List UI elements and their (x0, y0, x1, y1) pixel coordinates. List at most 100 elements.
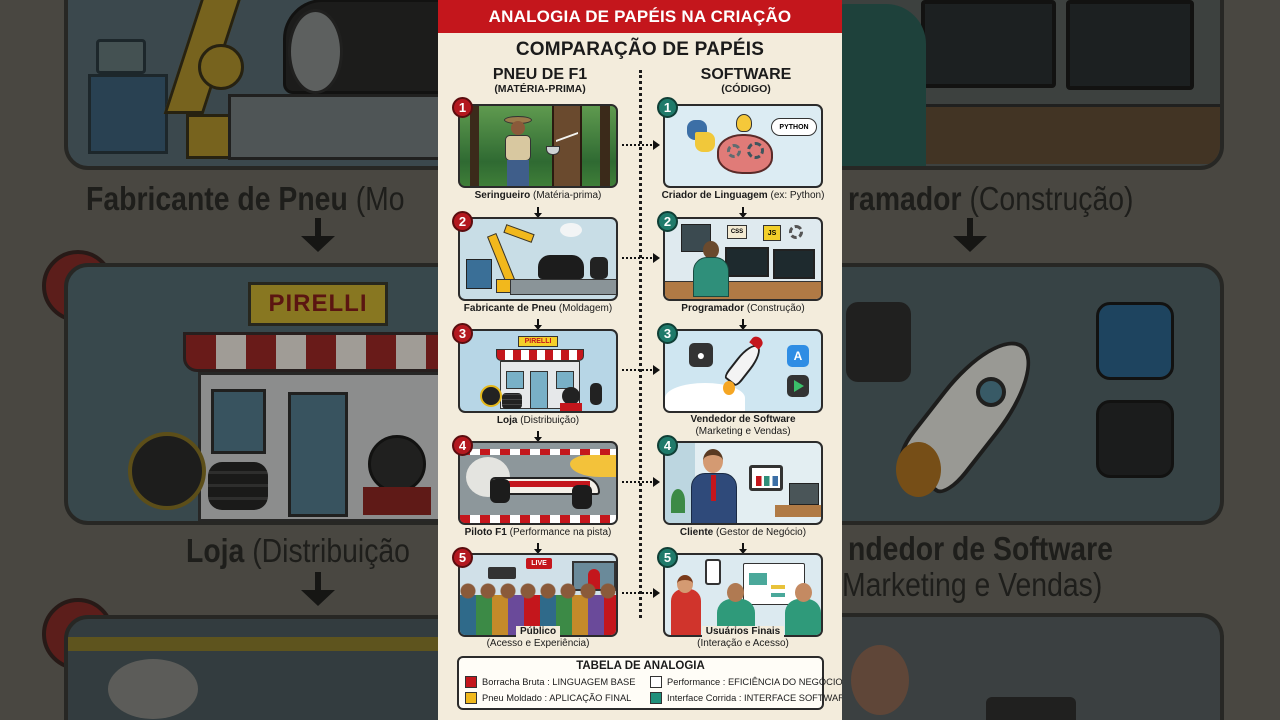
f1-wheel-rear (490, 479, 510, 503)
crowd-heads (460, 583, 616, 599)
js-tag: JS (763, 225, 781, 241)
caption-left-2: Fabricante de Pneu (Moldagem) (463, 303, 613, 314)
column-header-right: SOFTWARE (CÓDIGO) (661, 66, 831, 96)
legend-title: TABELA DE ANALOGIA (576, 660, 705, 672)
bg-conveyor (228, 94, 438, 160)
legend-item-pneu: Pneu Moldado : APLICAÇÃO FINAL (465, 692, 631, 704)
shop-awning (496, 349, 584, 361)
user-man-right-head (795, 583, 812, 602)
track-curb-top (460, 449, 616, 455)
bg-control-cabinet (88, 74, 168, 154)
camera (488, 567, 516, 579)
programmer-body (693, 257, 729, 297)
bg-tire-stand (363, 487, 431, 515)
gear-icon-2 (747, 142, 764, 159)
conveyor-belt (510, 279, 616, 295)
step-badge-left-5: 5 (452, 547, 473, 568)
column-subtitle-right: (CÓDIGO) (721, 83, 771, 95)
bg-programmer-card (842, 0, 1224, 170)
f1-car-stripe (500, 481, 590, 487)
bg-shop-awning (183, 332, 438, 372)
bg-tire-stack (208, 462, 268, 510)
phone-mockup (705, 559, 721, 585)
track-yellow (570, 455, 616, 477)
bg-apple-tile (846, 302, 911, 382)
latex-cup (546, 146, 560, 155)
bg-robot-joint (198, 44, 244, 90)
office-monitor (789, 483, 819, 505)
bg-label-programador: ramador (Construção) (848, 180, 1134, 217)
apple-logo-tile: ● (689, 343, 713, 367)
step-badge-left-2: 2 (452, 211, 473, 232)
tire-stand (560, 403, 582, 411)
legend-swatch-red (465, 676, 477, 688)
tree-trunk-2 (600, 106, 610, 186)
desk (665, 281, 821, 299)
caption-left-1: Seringueiro (Matéria-prima) (474, 190, 602, 201)
control-panel (466, 259, 492, 289)
monitor-left (725, 247, 769, 277)
legend-item-borracha: Borracha Bruta : LINGUAGEM BASE (465, 676, 635, 688)
css-tag: CSS (727, 225, 747, 239)
step-badge-right-4: 4 (657, 435, 678, 456)
legend-swatch-teal (650, 692, 662, 704)
steam-cloud (560, 223, 582, 237)
bg-smoke (108, 659, 198, 719)
monitor-right (773, 249, 815, 279)
caption-right-4: Cliente (Gestor de Negócio) (679, 527, 807, 538)
legend-item-interface: Interface Corrida : INTERFACE SOFTWARE (650, 692, 842, 704)
caption-right-5: Usuários Finais(Interação e Acesso) (697, 626, 789, 649)
person-pants (507, 160, 529, 186)
page-title: ANALOGIA DE PAPÉIS NA CRIAÇÃO (488, 6, 792, 26)
user-woman (671, 589, 701, 635)
caption-left-3: Loja (Distribuição) (496, 415, 580, 426)
bg-label-loja: Loja (Distribuição (186, 532, 410, 569)
client-head (703, 449, 723, 473)
tire-roll (538, 255, 584, 279)
shop-door (530, 371, 548, 409)
tire-stack (502, 393, 522, 409)
plant (671, 489, 685, 513)
web-button-teal (771, 593, 785, 597)
brain-icon (717, 134, 773, 174)
scene-business-client (663, 441, 823, 525)
scene-software-launch: ● A (663, 329, 823, 413)
section-subtitle: COMPARAÇÃO DE PAPÉIS (515, 39, 765, 60)
background-right-zoom: ramador (Construção) ndedor de Software … (842, 0, 1280, 720)
bg-shop-sign: PIRELLI (248, 282, 388, 326)
step-badge-left-3: 3 (452, 323, 473, 344)
column-subtitle-left: (MATÉRIA-PRIMA) (494, 83, 586, 95)
scene-f1-car (458, 441, 618, 525)
track-curb-bottom (460, 515, 616, 523)
chart-bars (756, 476, 778, 486)
bg-rocket-flame (896, 442, 941, 497)
caption-left-4: Piloto F1 (Performance na pista) (464, 527, 612, 538)
bg-race-card (64, 615, 438, 720)
rocket-flame (723, 381, 735, 395)
gear-icon (789, 225, 803, 239)
bg-rocket-window (976, 377, 1006, 407)
legend-swatch-yellow (465, 692, 477, 704)
web-button-yellow (771, 585, 785, 589)
bg-tablet (986, 697, 1076, 720)
analogy-legend: TABELA DE ANALOGIA Borracha Bruta : LING… (457, 656, 842, 710)
bg-track-stripe (68, 637, 438, 651)
bg-cabinet-screen (96, 39, 146, 74)
user-woman-head (677, 575, 693, 593)
scene-audience: LIVE (458, 553, 618, 637)
title-bar: ANALOGIA DE PAPÉIS NA CRIAÇÃO (438, 0, 842, 33)
shop-sign: PIRELLI (518, 336, 558, 347)
bg-person-back (842, 4, 926, 166)
legend-swatch-white (650, 676, 662, 688)
caption-right-2: Programador (Construção) (681, 303, 805, 314)
step-badge-left-4: 4 (452, 435, 473, 456)
step-badge-right-3: 3 (657, 323, 678, 344)
lightbulb-icon (736, 114, 752, 132)
bg-rocket-card (842, 263, 1224, 525)
scene-end-users (663, 553, 823, 637)
finished-tire (590, 257, 608, 279)
bg-shop-window (211, 389, 266, 454)
bg-label-fabricante: Fabricante de Pneu (Mo (86, 180, 405, 217)
tree-trunk-1 (470, 106, 479, 186)
caption-right-1: Criador de Linguagem (ex: Python) (661, 190, 825, 201)
